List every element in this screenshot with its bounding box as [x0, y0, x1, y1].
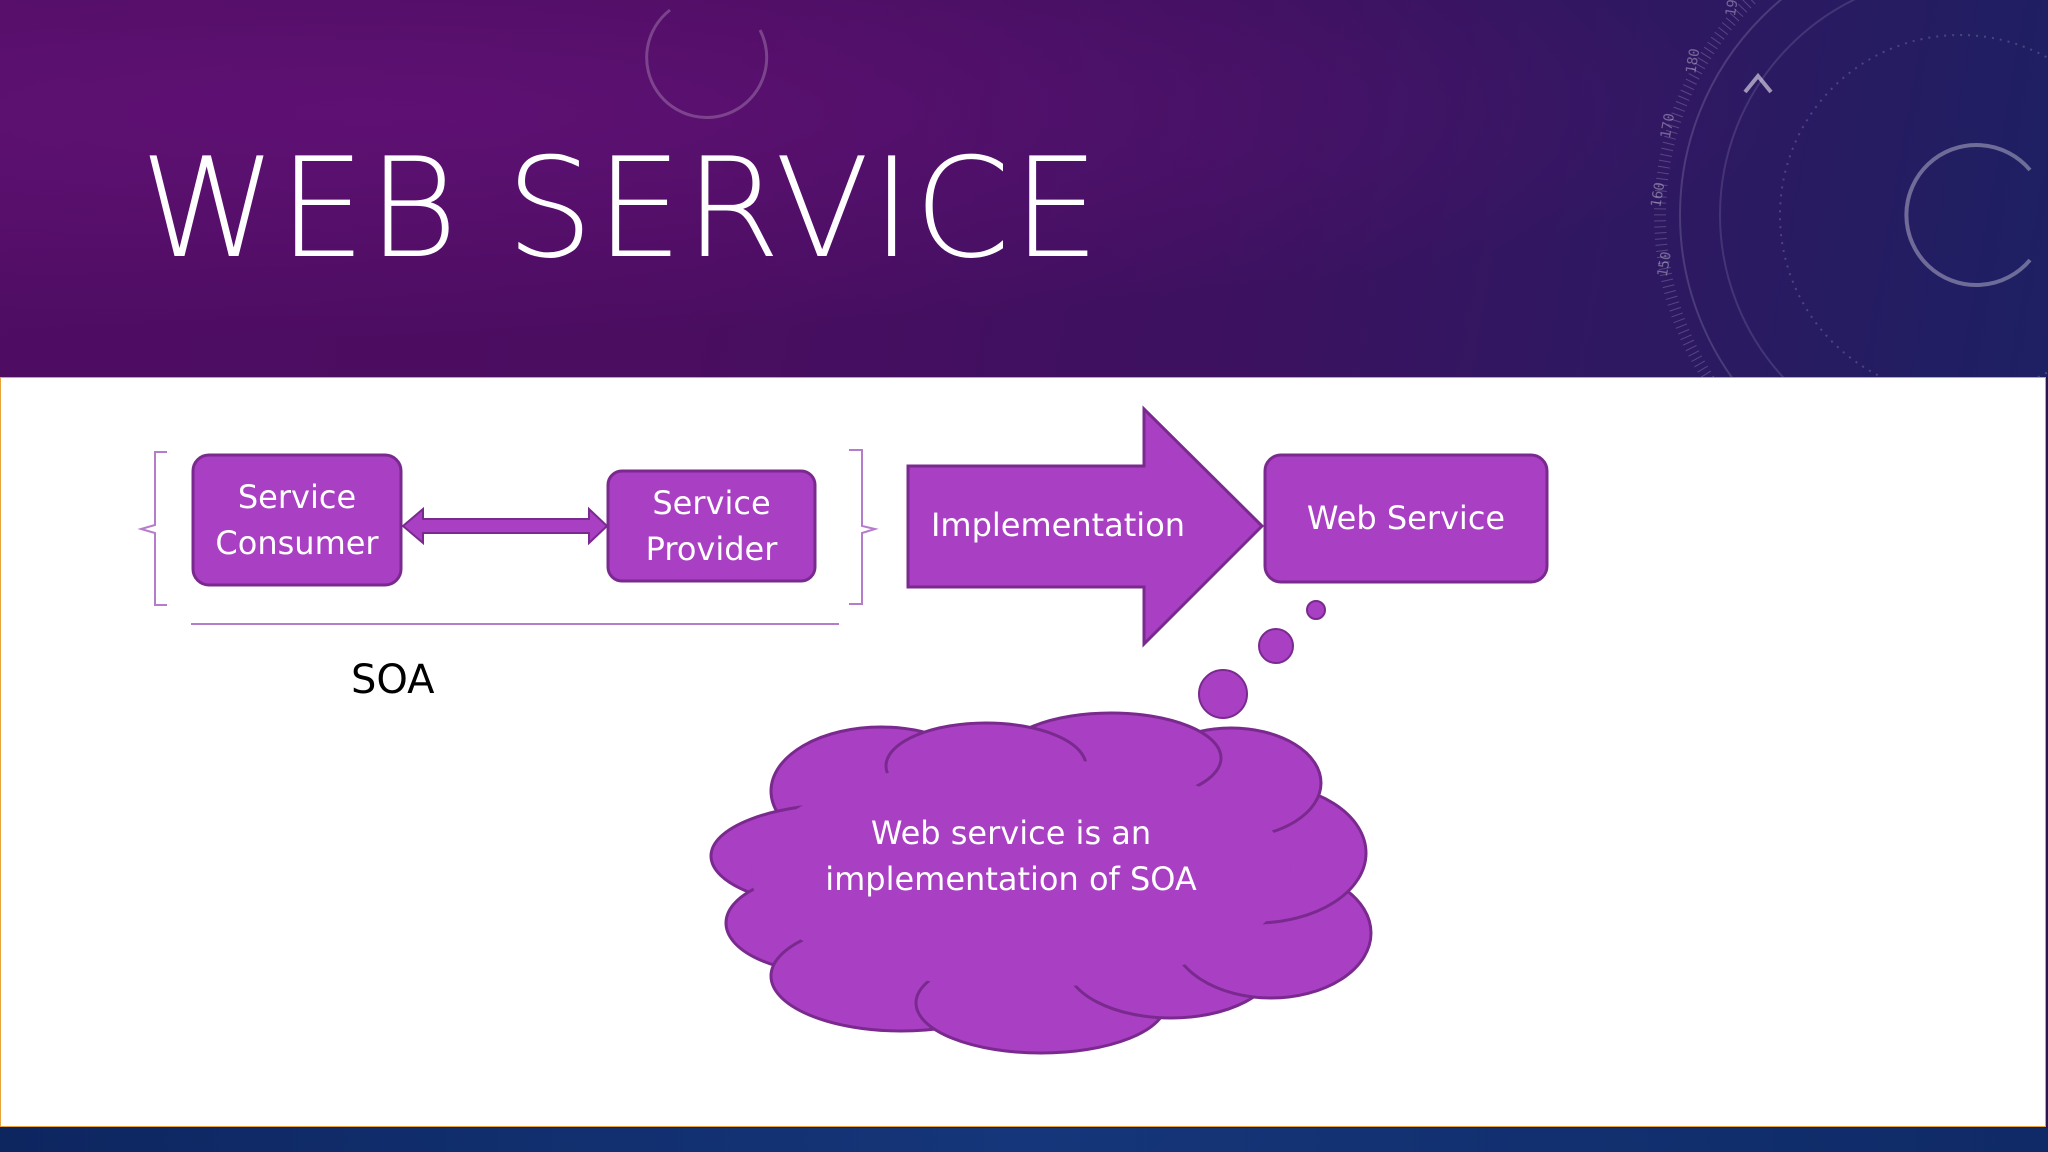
slide-title: WEB SERVICE: [140, 128, 1102, 289]
soa-bracket-left: [137, 451, 167, 606]
thought-bubble-large: [1198, 669, 1248, 719]
soa-caption: SOA: [351, 657, 435, 703]
content-panel: Service Consumer Service Provider Implem…: [0, 377, 2046, 1127]
thought-bubble-small: [1306, 600, 1326, 620]
header-decoration: 150160170180190200210: [645, 0, 2048, 377]
small-ring-top: [645, 8, 769, 119]
dial-number: 160: [1648, 181, 1668, 209]
double-arrow: [401, 506, 609, 546]
dial-numbers: 150160170180190200210: [1648, 0, 1743, 278]
dial-tick-ring: [1654, 0, 1760, 377]
implementation-arrow: [906, 405, 1265, 648]
soa-bracket-right: [849, 449, 879, 605]
service-consumer-box: [191, 453, 403, 587]
dial-number: 150: [1655, 250, 1675, 278]
dial-dotted-ring: [1779, 34, 2048, 377]
large-dial-ring-inner: [1719, 0, 1856, 377]
web-service-box: [1263, 453, 1549, 584]
dial-number: 190: [1723, 0, 1743, 18]
soa-diagram: [137, 405, 1549, 1055]
thought-cloud-fill: [751, 758, 1291, 988]
dial-number: 170: [1658, 112, 1678, 140]
chevron-up-icon: [1743, 72, 1773, 94]
dial-center-ring: [1904, 143, 2032, 287]
service-provider-box: [606, 469, 817, 583]
large-dial-ring-outer: [1679, 0, 1783, 377]
slide-header: 150160170180190200210 WEB SERVICE: [0, 0, 2048, 377]
slide-bottom-band: [0, 1128, 2048, 1152]
thought-bubble-medium: [1258, 628, 1294, 664]
dial-number: 180: [1683, 47, 1703, 75]
